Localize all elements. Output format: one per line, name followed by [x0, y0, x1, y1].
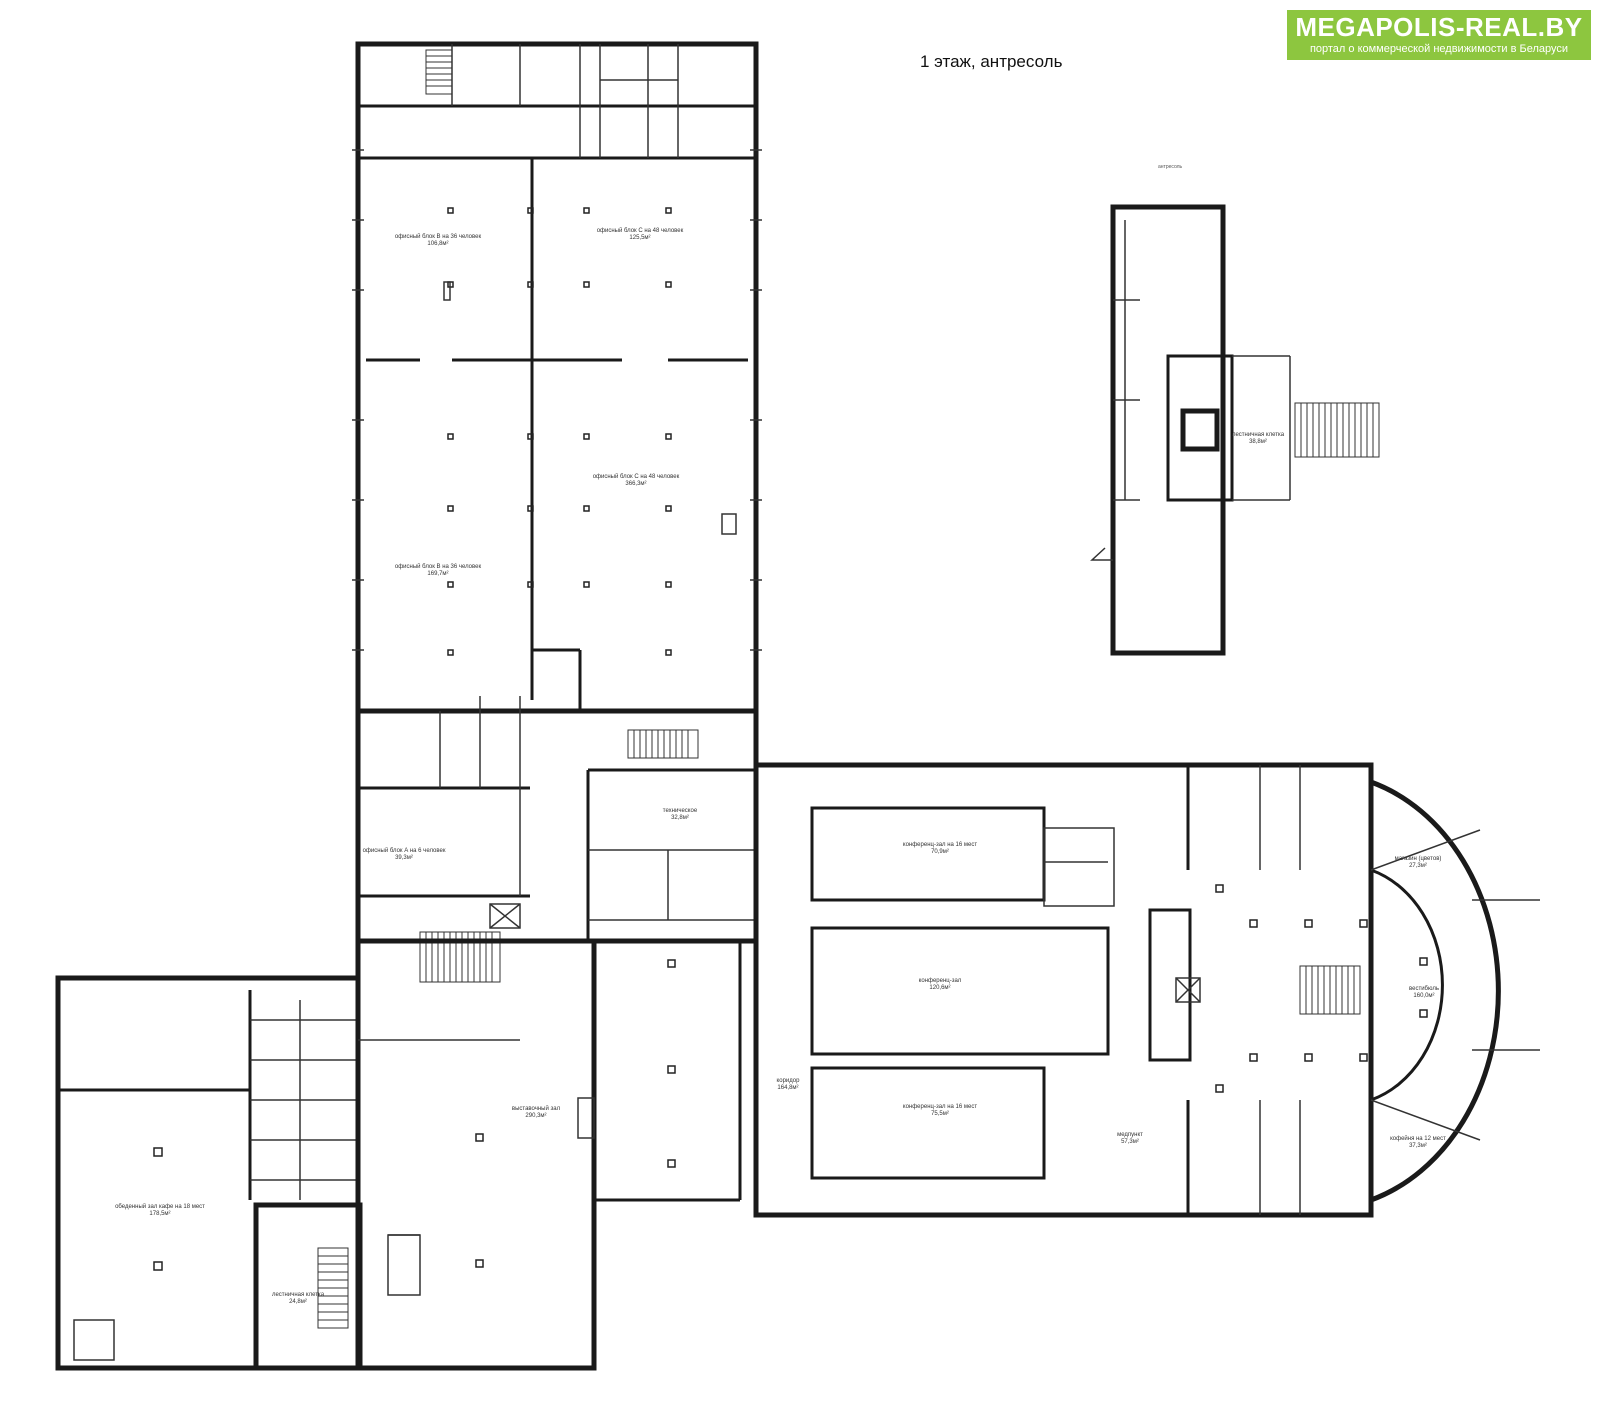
east-wing	[753, 762, 1540, 1218]
room-label-r71: магазин (цветов)27,3м²	[1395, 856, 1442, 869]
page-title: 1 этаж, антресоль	[920, 52, 1063, 71]
brand-logo[interactable]: MEGAPOLIS-REAL.BY портал о коммерческой …	[1287, 10, 1591, 60]
mezzanine-label: антресоль	[1158, 164, 1183, 170]
cafe-block	[55, 975, 363, 1371]
exhibition-block	[355, 938, 742, 1371]
brand-name: MEGAPOLIS-REAL.BY	[1295, 12, 1583, 42]
north-wing	[352, 41, 762, 714]
brand-tagline: портал о коммерческой недвижимости в Бел…	[1309, 43, 1569, 55]
mezzanine-plan: антресоль	[1090, 164, 1380, 656]
